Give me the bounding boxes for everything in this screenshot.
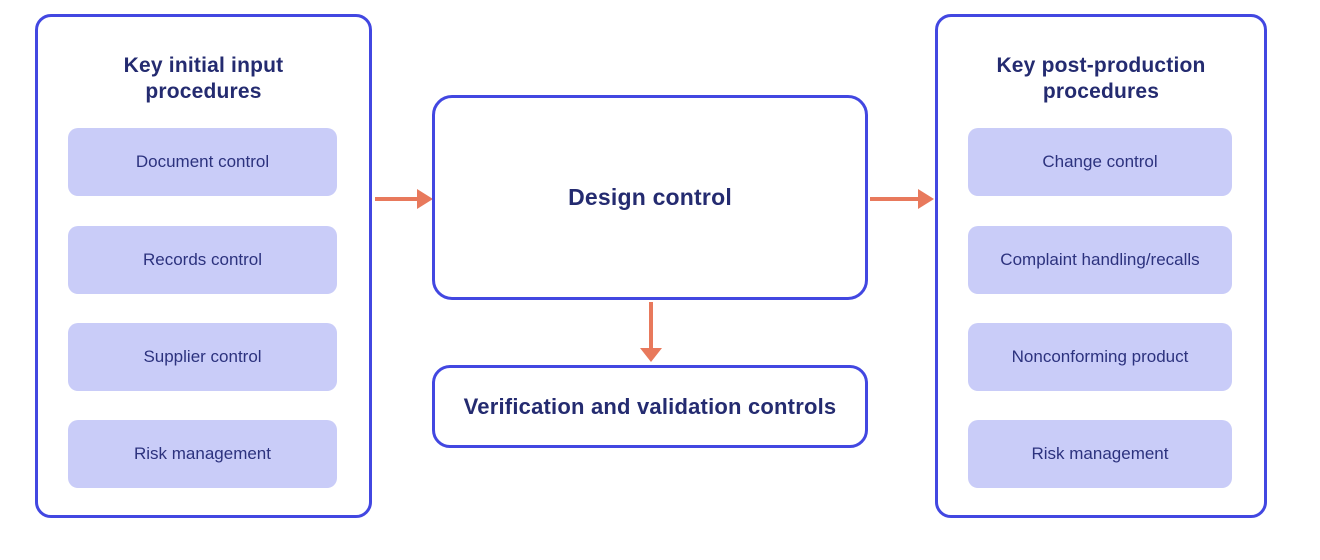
arrow-head [640, 348, 662, 362]
procedure-box-risk-management-initial: Risk management [68, 420, 337, 488]
verification-validation-label: Verification and validation controls [463, 393, 837, 419]
post-production-panel: Key post-production procedures Change co… [935, 14, 1267, 518]
arrow-right-icon [870, 189, 934, 209]
design-control-box: Design control [432, 95, 868, 300]
verification-validation-box: Verification and validation controls [432, 365, 868, 448]
procedure-box-risk-management-post: Risk management [968, 420, 1232, 488]
procedure-box-change-control: Change control [968, 128, 1232, 196]
design-control-label: Design control [568, 184, 732, 210]
procedure-box-nonconforming-product: Nonconforming product [968, 323, 1232, 391]
procedure-box-document-control: Document control [68, 128, 337, 196]
arrow-head [918, 189, 934, 209]
initial-input-panel-title: Key initial input procedures [123, 54, 284, 103]
arrow-head [417, 189, 433, 209]
initial-input-panel: Key initial input procedures Document co… [35, 14, 372, 518]
procedure-box-supplier-control: Supplier control [68, 323, 337, 391]
procedure-box-complaint-handling: Complaint handling/recalls [968, 226, 1232, 294]
post-production-panel-title: Key post-production procedures [996, 54, 1206, 103]
arrow-down-icon [640, 302, 662, 362]
arrow-right-icon [375, 189, 433, 209]
procedure-box-records-control: Records control [68, 226, 337, 294]
